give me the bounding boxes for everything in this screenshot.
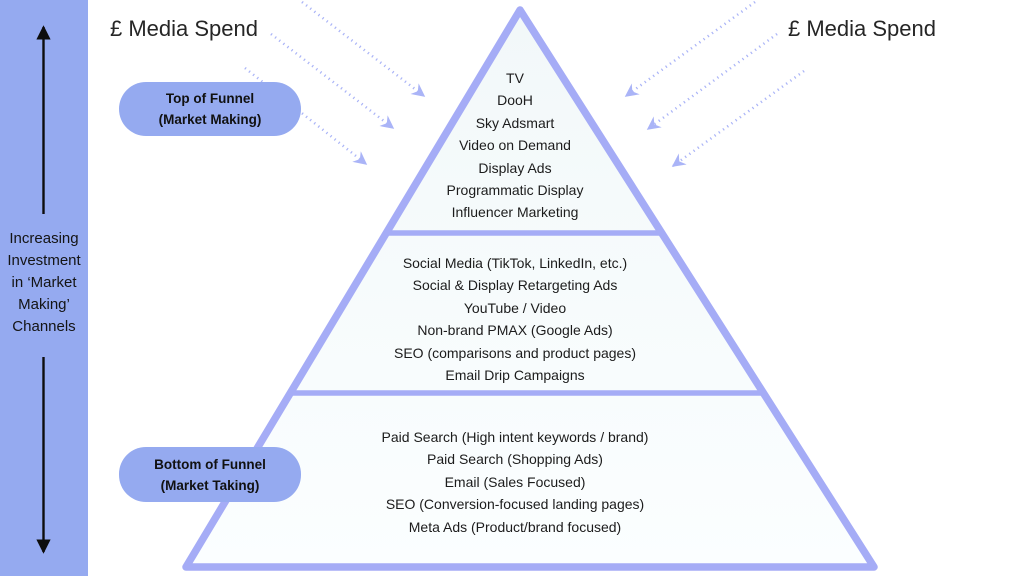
dotted-arrow-right-2-icon: [646, 32, 778, 131]
channel-line: Social Media (TikTok, LinkedIn, etc.): [402, 255, 628, 271]
sidebar-label-line: Increasing: [9, 230, 79, 247]
channel-line: Sky Adsmart: [475, 114, 555, 131]
channel-line: Display Ads: [478, 159, 552, 176]
channel-line: Social & Display Retargeting Ads: [412, 277, 618, 294]
channel-line: TV: [506, 70, 524, 86]
channel-line: Meta Ads (Product/brand focused): [408, 518, 622, 535]
badge-line: Bottom of Funnel: [154, 456, 266, 472]
sidebar-label-line: Channels: [12, 318, 76, 335]
top-of-funnel-badge: Top of Funnel (Market Making): [119, 82, 301, 136]
channel-line: Email (Sales Focused): [444, 473, 586, 490]
badge-line: Top of Funnel: [165, 91, 255, 106]
sidebar-investment-axis: Increasing Investment in ‘Market Making’…: [0, 0, 88, 576]
channel-line: Video on Demand: [459, 137, 571, 154]
dotted-arrow-right-1-icon: [624, 0, 756, 98]
media-spend-label-right: £ Media Spend: [788, 16, 936, 41]
channel-line: Email Drip Campaigns: [445, 367, 585, 384]
channel-line: Paid Search (Shopping Ads): [427, 451, 603, 468]
channel-line: SEO (comparisons and product pages): [393, 344, 636, 361]
channel-line: SEO (Conversion-focused landing pages): [385, 496, 645, 513]
pyramid-outline: [182, 6, 878, 571]
channel-line: DooH: [497, 92, 533, 109]
channel-line: Non-brand PMAX (Google Ads): [417, 322, 613, 339]
sidebar-label: Increasing Investment in ‘Market Making’…: [0, 228, 88, 338]
sidebar-label-line: Investment: [7, 252, 81, 269]
channel-line: Paid Search (High intent keywords / bran…: [381, 429, 649, 445]
channel-line: YouTube / Video: [463, 299, 567, 316]
sidebar-axis-arrows: [36, 25, 51, 554]
sidebar-label-line: Making’: [18, 296, 70, 313]
tier-middle-channels: Social Media (TikTok, LinkedIn, etc.) So…: [190, 252, 840, 386]
sidebar-label-line: in ‘Market: [11, 274, 77, 291]
tier-bottom-channels: Paid Search (High intent keywords / bran…: [190, 426, 840, 538]
media-spend-label-left: £ Media Spend: [110, 16, 258, 41]
channel-line: Influencer Marketing: [451, 204, 579, 221]
tier-top-channels: TV DooH Sky Adsmart Video on Demand Disp…: [190, 67, 840, 224]
channel-line: Programmatic Display: [446, 182, 584, 199]
badge-line: (Market Making): [158, 112, 262, 127]
badge-line: (Market Taking): [160, 477, 260, 493]
bottom-of-funnel-badge: Bottom of Funnel (Market Taking): [119, 447, 301, 502]
dotted-arrow-right-3-icon: [671, 69, 805, 168]
